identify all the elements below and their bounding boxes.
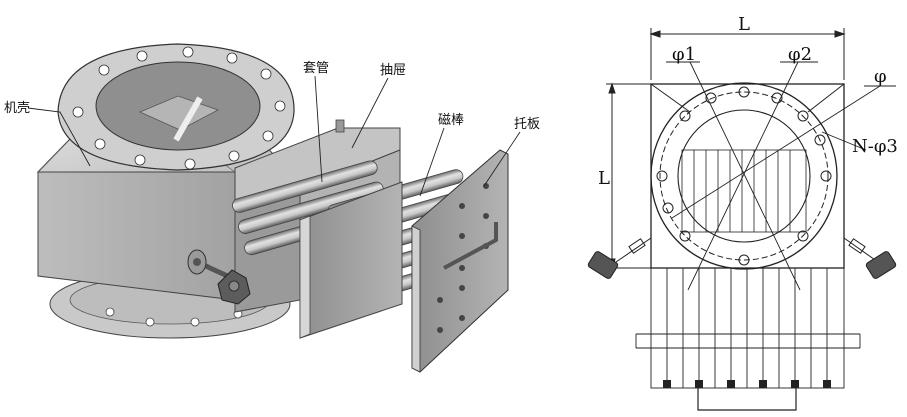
label-phi: φ: [874, 66, 887, 87]
label-phi1: φ1: [672, 44, 696, 65]
front-view-drawing: L L: [587, 14, 898, 411]
dimension-height: [606, 82, 652, 270]
support-plate: [411, 149, 509, 373]
flange-inner-circle: [677, 109, 811, 243]
flange-bolt-holes: [72, 46, 286, 170]
rod-end-caps: [663, 380, 831, 388]
label-housing: 机壳: [4, 101, 30, 116]
bolt-circle: [659, 91, 829, 261]
isometric-view: 机壳 套管 抽屉 磁棒 托板: [4, 43, 540, 373]
rod-body: [635, 267, 861, 389]
label-magnetic-rod: 磁棒: [438, 113, 464, 128]
bolt-holes: [656, 86, 832, 266]
right-knob-icon: [843, 237, 897, 279]
diameter-leaders: [666, 61, 896, 291]
left-knob-icon: [587, 237, 652, 279]
flange-outer-circle: [650, 82, 838, 270]
label-phi2: φ2: [788, 44, 812, 65]
label-support-plate: 托板: [514, 117, 540, 132]
dimension-width-label: L: [738, 14, 750, 35]
locking-knob-icon: [187, 249, 251, 305]
label-n-phi3: N-φ3: [852, 136, 898, 157]
label-sleeve: 套管: [303, 60, 329, 76]
dimension-width: [649, 28, 846, 80]
housing-outline: [650, 83, 845, 269]
support-plate-holes: [437, 183, 489, 333]
leader-lines: [27, 75, 521, 197]
rod-array: [681, 149, 807, 233]
handle-icon: [697, 388, 797, 411]
drawer-plate: [299, 181, 403, 339]
label-drawer: 抽屉: [380, 63, 406, 78]
top-flange: [57, 43, 295, 171]
dimension-height-label: L: [598, 168, 610, 189]
